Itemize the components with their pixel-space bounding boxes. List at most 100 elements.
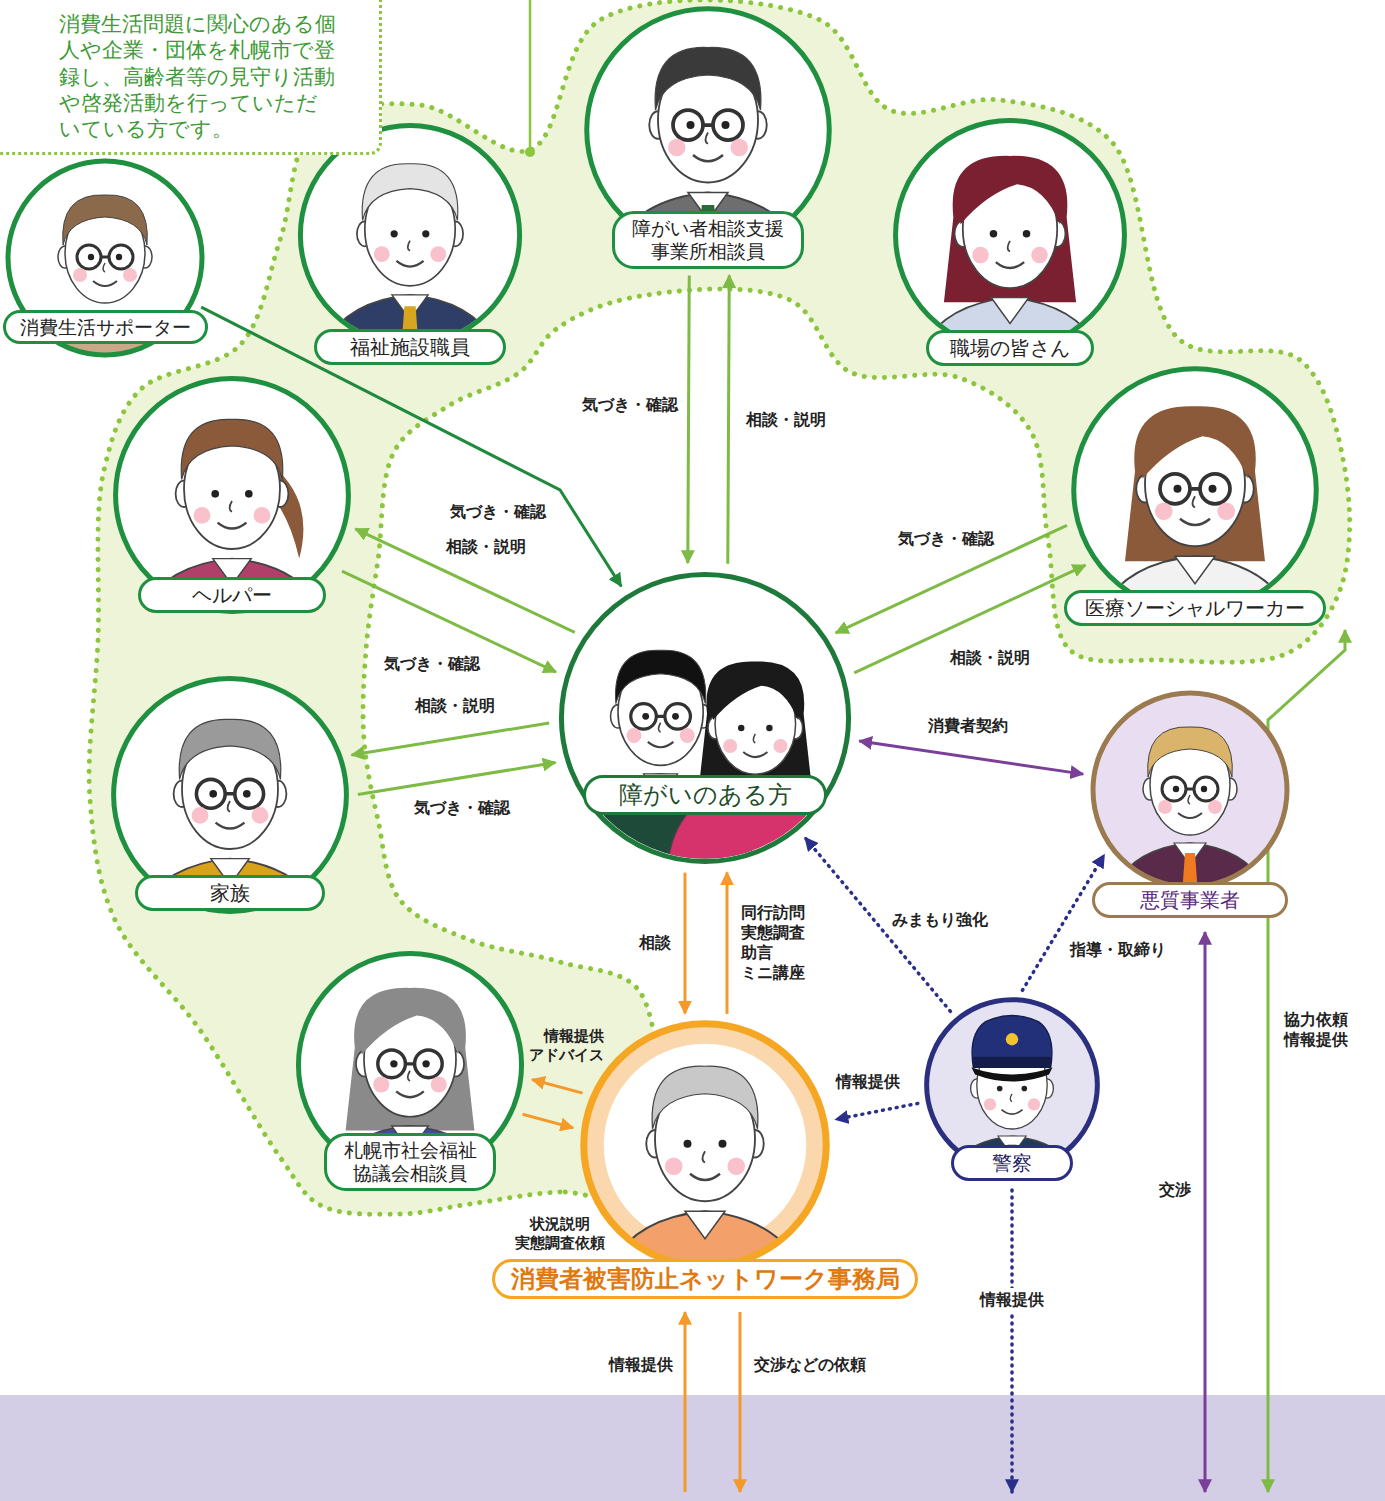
glasses-bridge	[703, 123, 713, 127]
connector-label: 指導・取締り	[1068, 940, 1168, 960]
mouth	[396, 261, 423, 267]
cheek	[374, 246, 390, 262]
leader-dot	[525, 147, 535, 157]
collar	[211, 859, 249, 885]
flow-label: 情報提供	[975, 1288, 1049, 1312]
ear	[448, 1051, 464, 1076]
body	[906, 298, 1114, 407]
ear	[749, 111, 767, 139]
cheek	[668, 139, 686, 157]
person-figure	[124, 719, 335, 969]
nose	[753, 734, 755, 743]
cap-visor	[972, 1067, 1053, 1081]
police-cap	[972, 1015, 1052, 1067]
negotiation-arrow	[1204, 932, 1207, 1492]
label-text: 気づき・確認	[384, 654, 480, 673]
actor-name: 札幌市社会福祉協議会相談員	[341, 1139, 480, 1185]
label-text: 相談・説明	[415, 696, 495, 715]
label-text: 情報提供	[836, 1072, 900, 1091]
eye	[687, 121, 695, 129]
actor-node: 悪質事業者	[1090, 690, 1290, 890]
connector-label: 情報提供 アドバイス	[526, 1027, 607, 1065]
cheek	[972, 247, 989, 264]
cheek	[627, 728, 642, 743]
eye	[719, 1140, 727, 1148]
portrait	[595, 1066, 815, 1326]
connector-arrow	[836, 1103, 918, 1119]
portrait	[906, 156, 1114, 406]
actor-name: 消費生活サポーター	[20, 316, 191, 339]
actor-circle	[583, 5, 833, 255]
connector-arrow	[859, 741, 1083, 774]
cheek	[1155, 503, 1173, 521]
eye	[422, 1060, 429, 1067]
connector-label: 気づき・確認	[448, 502, 548, 522]
mouth	[1178, 813, 1202, 818]
cheek	[123, 268, 137, 282]
glasses-bridge	[1190, 487, 1200, 491]
portrait	[598, 47, 818, 307]
actor-node: 家族	[110, 675, 350, 915]
connector-arrow	[805, 838, 950, 1012]
circle-fill	[300, 125, 519, 344]
cheek	[252, 807, 269, 824]
label-text: 消費者契約	[928, 716, 1008, 735]
glasses	[1160, 474, 1190, 504]
face	[655, 1076, 755, 1201]
person-figure	[1102, 727, 1278, 935]
cheek	[1158, 800, 1172, 814]
police-info-arrow	[1010, 1190, 1014, 1492]
mouth	[218, 523, 247, 529]
flow-label: 交渉	[1157, 1180, 1193, 1200]
cheek	[731, 139, 749, 157]
name-pill: 福祉施設職員	[314, 329, 506, 365]
connector-label: 気づき・確認	[896, 529, 996, 549]
network-band	[89, 0, 1350, 1214]
collar	[685, 1211, 725, 1239]
connector-arrow	[201, 307, 621, 586]
actor-circle	[1090, 690, 1290, 890]
label-text: 気づき・確認	[450, 502, 546, 521]
ear	[746, 1130, 764, 1158]
glasses	[415, 1050, 443, 1078]
hair-fringe	[713, 665, 798, 719]
cheek	[430, 246, 446, 262]
circle-fill	[114, 679, 347, 912]
collar	[392, 295, 428, 320]
name-pill: 消費者被害防止ネットワーク事務局	[492, 1259, 918, 1300]
cheek	[431, 1077, 447, 1093]
ear	[646, 1130, 664, 1158]
circle-fill	[8, 161, 202, 355]
actor-name: 医療ソーシャルワーカー	[1081, 596, 1309, 620]
face	[184, 429, 280, 549]
person-figure	[667, 661, 844, 874]
cheek	[194, 507, 211, 524]
connector-arrow	[854, 565, 1085, 673]
cheek	[254, 507, 271, 524]
nose	[1010, 1094, 1012, 1102]
circle-fill	[298, 953, 521, 1176]
actor-name: 家族	[152, 881, 308, 905]
cheek	[73, 268, 87, 282]
eye	[243, 790, 251, 798]
ear	[708, 717, 722, 739]
ear	[447, 221, 463, 246]
glasses-bridge	[405, 1062, 414, 1065]
eye	[391, 230, 398, 237]
actor-node: 消費生活サポーター	[5, 158, 205, 358]
cap-badge	[1006, 1033, 1018, 1045]
circle-fill	[561, 574, 848, 861]
glasses	[1200, 474, 1230, 504]
glasses	[77, 245, 101, 269]
label-text: 情報提供	[609, 1355, 673, 1374]
hair	[181, 419, 283, 479]
portrait	[1085, 406, 1305, 671]
mouth	[648, 742, 674, 747]
hair	[655, 47, 761, 110]
actor-node: 警察	[924, 997, 1100, 1173]
connector-label: 相談・説明	[444, 537, 528, 557]
actor-node: ヘルパー	[112, 375, 352, 615]
